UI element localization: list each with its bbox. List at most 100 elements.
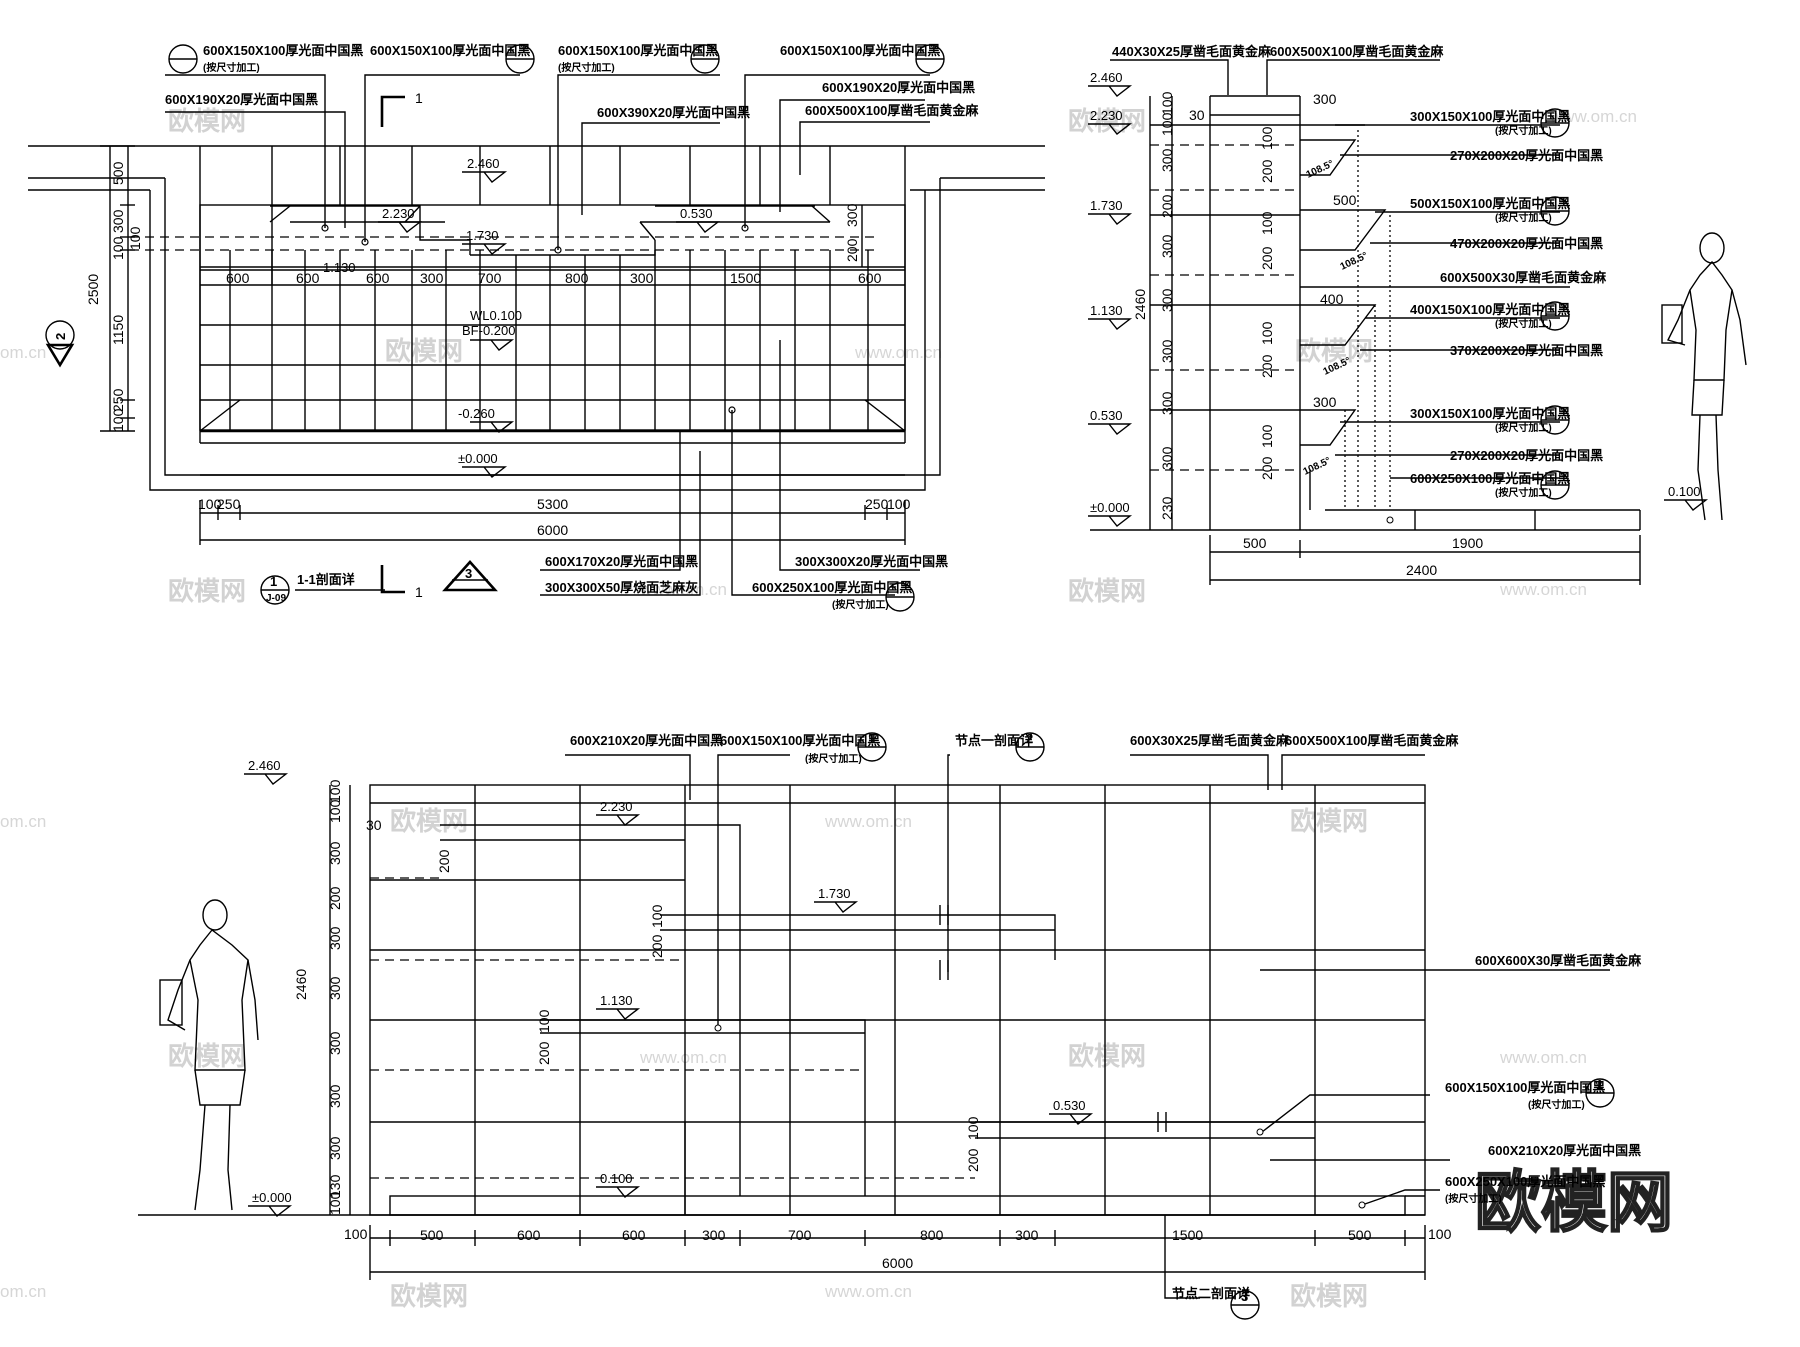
- watermark-url: www.om.cn: [639, 1048, 727, 1067]
- level-mark: BF-0.200: [462, 323, 515, 338]
- dimension: 1900: [1452, 535, 1483, 551]
- dimension: 1500: [1172, 1227, 1203, 1243]
- dimension: 100: [1428, 1226, 1452, 1242]
- brand-logo: 欧模网: [1475, 1165, 1673, 1239]
- level-mark: 0.100: [600, 1171, 633, 1186]
- material-note: (按尺寸加工): [832, 598, 889, 611]
- dimension: 100: [110, 408, 126, 432]
- dimension: 700: [478, 270, 502, 286]
- dimension: 100: [887, 496, 911, 512]
- dimension: 100: [1159, 91, 1175, 115]
- dimension: 300: [327, 1031, 343, 1055]
- dimension: 600: [858, 270, 882, 286]
- material-note: (按尺寸加工): [1495, 317, 1552, 330]
- angle-label: 108.5°: [1339, 250, 1370, 272]
- level-mark: 1.130: [1090, 303, 1123, 318]
- watermark-url: www.om.cn: [824, 1282, 912, 1301]
- dimension: 100: [110, 236, 126, 260]
- level-mark: 0.530: [680, 206, 713, 221]
- dimension: 250: [217, 496, 241, 512]
- dimension: 300: [1313, 394, 1337, 410]
- level-mark: 0.530: [1090, 408, 1123, 423]
- dimension: 600: [296, 270, 320, 286]
- material-label: 600X210X20厚光面中国黑: [1488, 1143, 1641, 1158]
- watermark-url: www.om.cn: [854, 343, 942, 362]
- dimension: 500: [1348, 1227, 1372, 1243]
- watermark-text: 欧模网: [1290, 1281, 1368, 1311]
- dimension: 5300: [537, 496, 568, 512]
- level-mark: 2.460: [467, 156, 500, 171]
- dimension: 300: [1159, 288, 1175, 312]
- dimension: 600: [226, 270, 250, 286]
- dimension: 100: [536, 1009, 552, 1033]
- dimension: 500: [420, 1227, 444, 1243]
- material-label: 300X300X50厚烧面芝麻灰: [545, 580, 698, 595]
- dimension: 300: [1159, 446, 1175, 470]
- material-label: 600X190X20厚光面中国黑: [822, 80, 975, 95]
- level-mark: ±0.000: [458, 451, 498, 466]
- material-note: (按尺寸加工): [1495, 211, 1552, 224]
- watermark-text: 欧模网: [390, 806, 468, 836]
- watermark-text: 欧模网: [1290, 806, 1368, 836]
- watermark-layer: 欧模网 欧模网 欧模网 欧模网 欧模网 欧模网 欧模网 欧模网 欧模网 欧模网 …: [0, 106, 1637, 1311]
- watermark-url: om.cn: [0, 812, 46, 831]
- section-title: 1-1剖面详: [297, 572, 355, 587]
- dimension: 300: [702, 1227, 726, 1243]
- watermark-text: 欧模网: [390, 1281, 468, 1311]
- material-label: 600X190X20厚光面中国黑: [165, 92, 318, 107]
- material-label: 600X250X100厚光面中国黑: [1445, 1174, 1605, 1189]
- material-label: 600X210X20厚光面中国黑: [570, 733, 723, 748]
- watermark-text: 欧模网: [1068, 1041, 1146, 1071]
- dimension: 200: [844, 238, 860, 262]
- material-label: 300X150X100厚光面中国黑: [1410, 406, 1570, 421]
- level-mark: WL0.100: [470, 308, 522, 323]
- watermark-url: www.om.cn: [1549, 107, 1637, 126]
- material-label: 300X300X20厚光面中国黑: [795, 554, 948, 569]
- material-note: (按尺寸加工): [1495, 421, 1552, 434]
- material-label: 600X150X100厚光面中国黑: [780, 43, 940, 58]
- dimension: 600: [366, 270, 390, 286]
- dimension: 300: [327, 976, 343, 1000]
- person-figure: [1661, 232, 1747, 521]
- section-marker: 3: [465, 566, 472, 581]
- dimension: 300: [630, 270, 654, 286]
- material-label: 440X30X25厚凿毛面黄金麻: [1112, 44, 1272, 59]
- dimension: 100: [327, 799, 343, 823]
- balloon-index: 1: [868, 731, 875, 746]
- watermark-text: 欧模网: [385, 336, 463, 366]
- material-note: (按尺寸加工): [203, 61, 260, 74]
- dimension: 250: [865, 496, 889, 512]
- material-label: 500X150X100厚光面中国黑: [1410, 196, 1570, 211]
- dimension: 200: [1259, 354, 1275, 378]
- material-label: 600X250X100厚光面中国黑: [1410, 471, 1570, 486]
- material-note: (按尺寸加工): [805, 752, 862, 765]
- material-label: 600X500X100厚凿毛面黄金麻: [1285, 733, 1459, 748]
- section-1-1-drawing: 1 1: [28, 74, 1045, 600]
- level-mark: ±0.000: [1090, 500, 1130, 515]
- dimension: 30: [1189, 107, 1205, 123]
- watermark-text: 欧模网: [168, 576, 246, 606]
- level-mark: 2.460: [248, 758, 281, 773]
- watermark-text: 欧模网: [1295, 336, 1373, 366]
- dimension: 400: [1320, 291, 1344, 307]
- section-marker: 2: [53, 333, 68, 340]
- material-label: 600X30X25厚凿毛面黄金麻: [1130, 733, 1290, 748]
- dimension: 2500: [85, 274, 101, 305]
- angle-label: 108.5°: [1302, 455, 1333, 477]
- material-note: (按尺寸加工): [1445, 1192, 1502, 1205]
- level-mark: 1.130: [323, 260, 356, 275]
- detail-label: 节点二剖面详: [1172, 1286, 1250, 1301]
- dimension: 300: [327, 1136, 343, 1160]
- cut-mark-label: 1: [415, 90, 423, 106]
- level-mark: 1.730: [818, 886, 851, 901]
- material-label: 470X200X20厚光面中国黑: [1450, 236, 1603, 251]
- dimension: 300: [327, 1084, 343, 1108]
- dimension: 100: [327, 779, 343, 803]
- material-label: 270X200X20厚光面中国黑: [1450, 148, 1603, 163]
- dimension: 300: [1159, 339, 1175, 363]
- dimension: 6000: [537, 522, 568, 538]
- dimension: 100: [344, 1226, 368, 1242]
- dimension: 500: [110, 161, 126, 185]
- balloon-index: 1: [1596, 1077, 1603, 1092]
